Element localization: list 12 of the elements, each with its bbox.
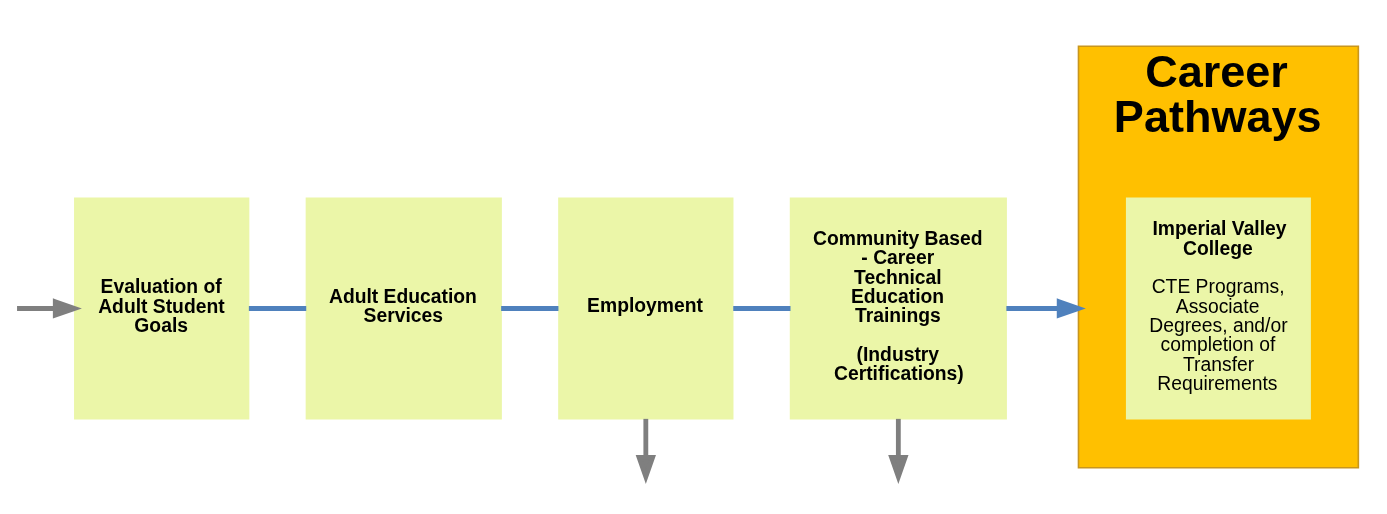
node-box: Community Based - Career Technical Education Trainings (Industry Certifications)	[789, 197, 1007, 420]
connector	[248, 306, 307, 311]
connector	[501, 306, 559, 311]
arrow	[17, 298, 82, 319]
node-box: Employment	[558, 197, 734, 420]
arrow	[888, 418, 909, 484]
node-box: Adult Education Services	[305, 197, 502, 420]
node-box: Imperial Valley College CTE Programs, Associate Degrees, and/or completion of Transfer Requirements	[1125, 197, 1311, 420]
arrow	[1006, 298, 1086, 319]
connector	[733, 306, 791, 311]
arrow	[635, 418, 656, 484]
node-box: Evaluation of Adult Student Goals	[74, 197, 250, 420]
